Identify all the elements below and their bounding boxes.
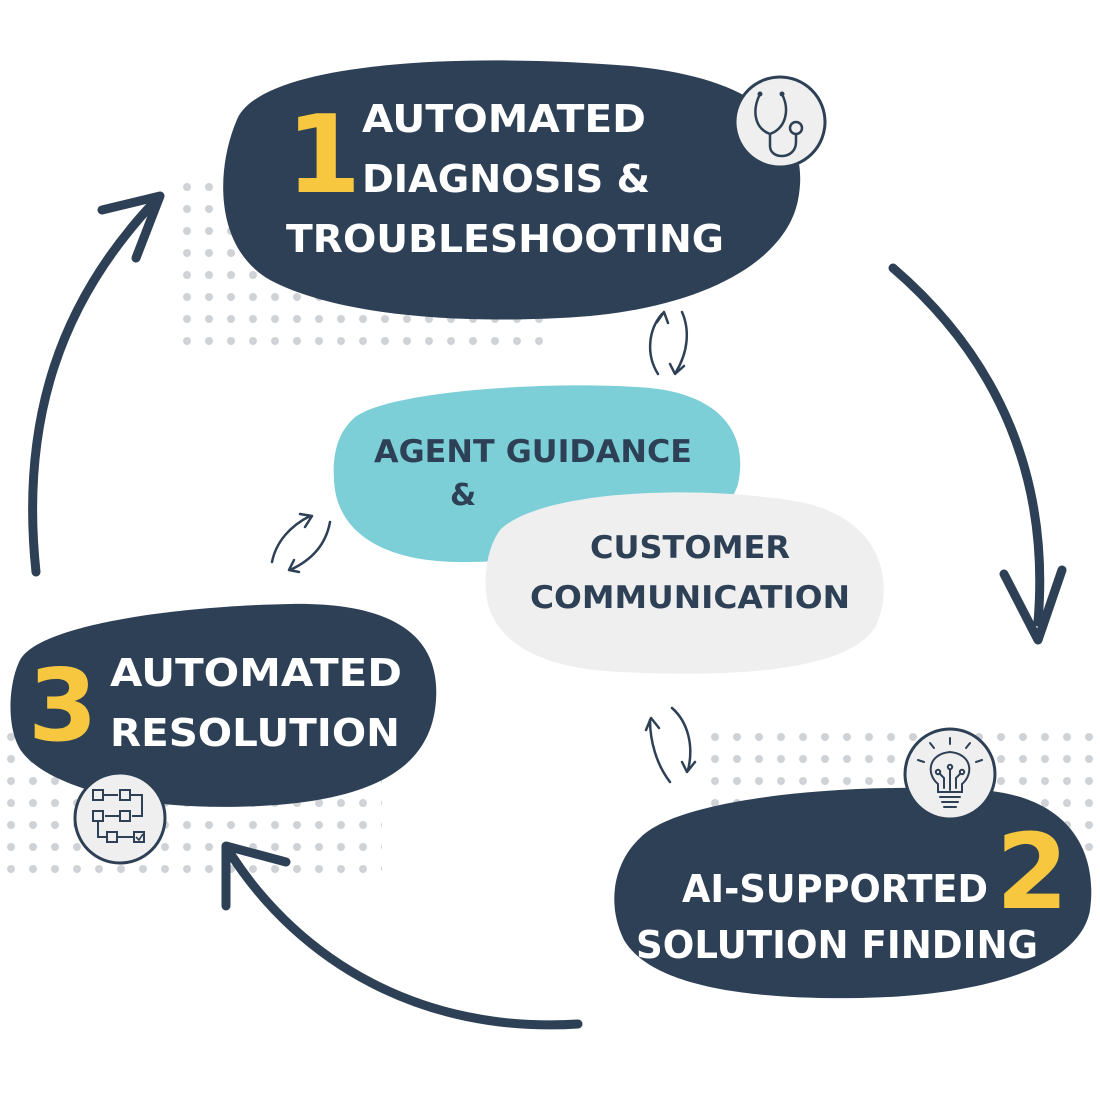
cycle-arrow-right (888, 263, 1067, 645)
customer-line-2: COMMUNICATION (530, 580, 850, 616)
step-1-line-3: TROUBLESHOOTING (286, 217, 724, 261)
step-2-line-1: AI-SUPPORTED (682, 867, 988, 911)
step-1-number: 1 (286, 93, 361, 218)
step-3-card: 3 AUTOMATED RESOLUTION (10, 603, 437, 807)
step-2-card: AI-SUPPORTED 2 SOLUTION FINDING (614, 787, 1092, 999)
step-3-number: 3 (28, 647, 98, 764)
step-1-line-2: DIAGNOSIS & (362, 157, 650, 201)
double-arrow-top (648, 310, 688, 376)
double-arrow-left (270, 512, 332, 574)
stethoscope-icon (733, 75, 827, 169)
step-2-blob (614, 787, 1092, 999)
customer-communication-blob: CUSTOMER COMMUNICATION (485, 492, 884, 674)
step-1-card: 1 AUTOMATED DIAGNOSIS & TROUBLESHOOTING (223, 60, 801, 320)
step-2-line-2: SOLUTION FINDING (636, 923, 1038, 967)
step-3-line-1: AUTOMATED (110, 651, 402, 695)
step-2-number: 2 (996, 811, 1068, 933)
customer-line-1: CUSTOMER (590, 530, 790, 566)
step-1-line-1: AUTOMATED (362, 97, 646, 141)
step-3-line-2: RESOLUTION (110, 711, 400, 755)
cycle-arrow-left (28, 191, 165, 577)
step-3-blob (10, 603, 437, 807)
agent-guidance-label: AGENT GUIDANCE (374, 434, 692, 470)
workflow-icon (73, 771, 167, 865)
step-1-blob (223, 60, 801, 320)
lightbulb-circuit-icon (903, 727, 997, 821)
cycle-arrow-bottom (221, 841, 583, 1030)
agent-guidance-ampersand: & (450, 478, 476, 513)
double-arrow-bottom-right (644, 706, 697, 784)
